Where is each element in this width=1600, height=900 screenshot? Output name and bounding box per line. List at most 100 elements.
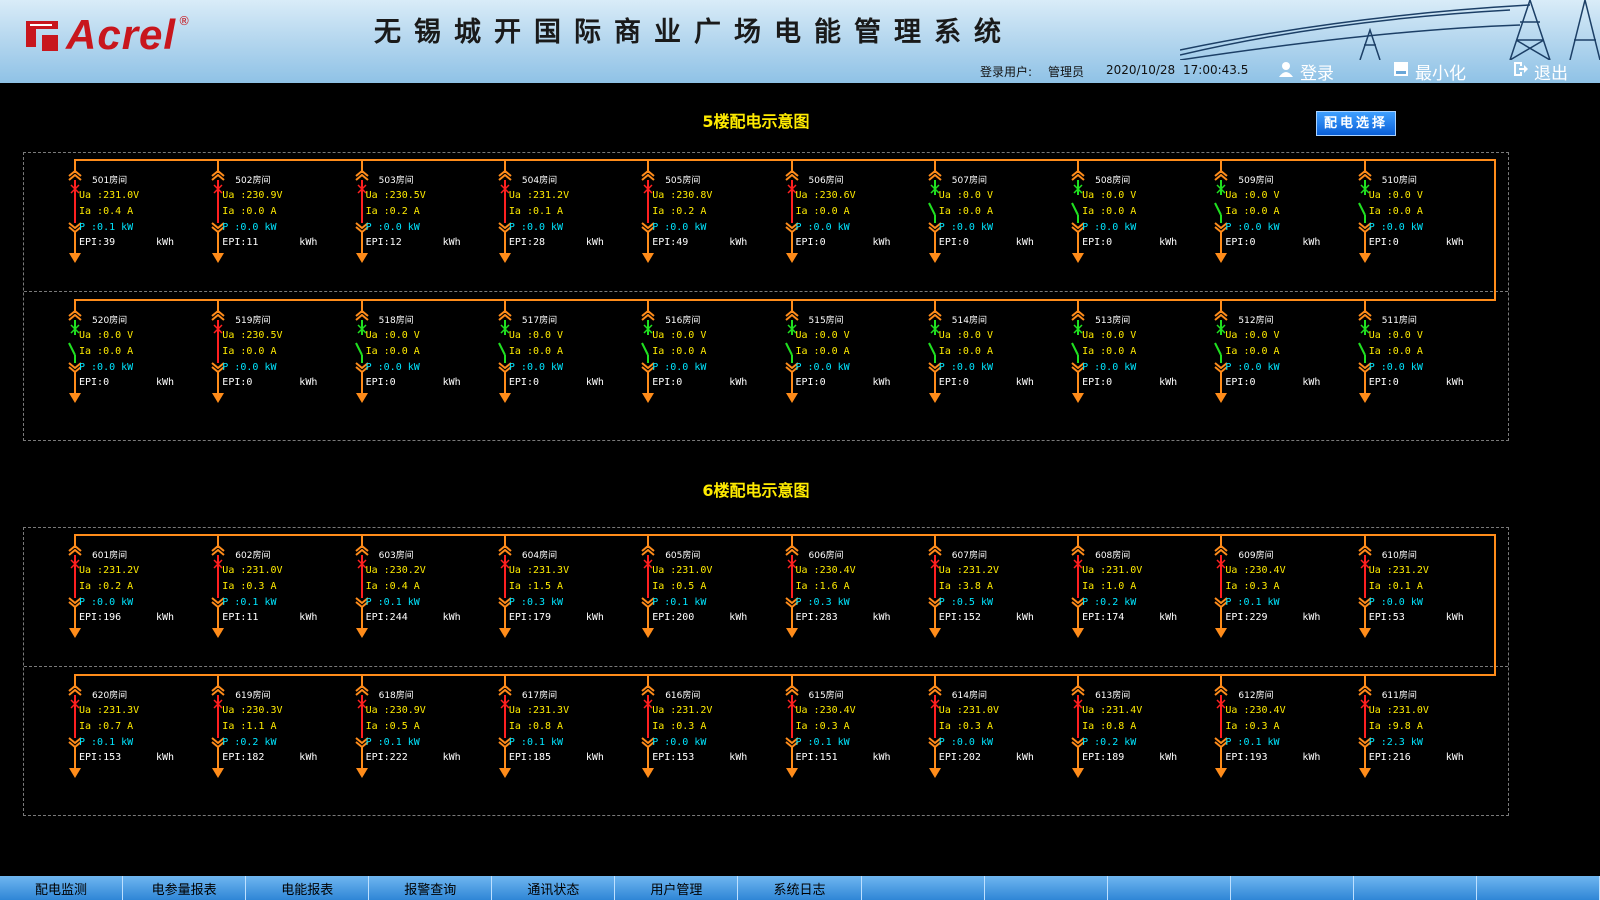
room-label: 612房间 (1238, 691, 1274, 701)
current-reading: Ia :0.1 A (508, 206, 564, 217)
room-label: 604房间 (521, 551, 558, 561)
nav-tab-3[interactable]: 电能报表 (246, 876, 370, 900)
room-label: 505房间 (665, 176, 701, 186)
nav-tab-4[interactable]: 报警查询 (369, 876, 493, 900)
current-reading: Ia :0.8 A (508, 721, 564, 732)
login-user-name: 管理员 (1048, 65, 1085, 79)
current-reading: Ia :0.7 A (79, 721, 134, 732)
nav-tab-2[interactable]: 电参量报表 (123, 876, 247, 900)
room-label: 602房间 (235, 551, 271, 561)
nav-tab-13[interactable] (1476, 876, 1600, 900)
nav-tab-7[interactable]: 系统日志 (738, 876, 862, 900)
voltage-reading: Ua :231.3V (508, 565, 570, 576)
power-reading: P :0.0 kW (222, 362, 277, 373)
room-label: 617房间 (521, 691, 558, 701)
minimize-button[interactable]: 最小化 (1393, 59, 1466, 83)
current-reading: Ia :0.5 A (652, 581, 707, 592)
distribution-select-button[interactable]: 配电选择 (1316, 111, 1396, 136)
nav-tab-6[interactable]: 用户管理 (615, 876, 739, 900)
exit-button[interactable]: 退出 (1512, 59, 1568, 83)
acrel-logo: Acrel ® (22, 14, 190, 56)
nav-tab-11[interactable] (1230, 876, 1354, 900)
room-label: 601房间 (92, 551, 128, 561)
nav-tab-8[interactable] (861, 876, 985, 900)
room-label: 506房间 (808, 176, 844, 186)
breaker-open-icon (927, 301, 942, 403)
login-button[interactable]: 登录 (1278, 59, 1334, 83)
nav-tab-12[interactable] (1353, 876, 1477, 900)
voltage-reading: Ua :231.2V (79, 565, 140, 576)
nav-tab-5[interactable]: 通讯状态 (492, 876, 616, 900)
nav-tab-9[interactable] (984, 876, 1108, 900)
room-label: 618房间 (378, 691, 414, 701)
panel-divider (24, 291, 1508, 292)
energy-reading: EPI:0 (1225, 377, 1256, 388)
breaker-closed-icon (354, 161, 369, 263)
breaker-closed-icon (784, 536, 799, 638)
current-reading: Ia :0.0 A (938, 346, 993, 357)
voltage-reading: Ua :0.0 V (1225, 330, 1280, 341)
current-reading: Ia :0.3 A (795, 721, 850, 732)
room-label: 606房间 (808, 551, 844, 561)
energy-unit: kWh (729, 612, 748, 623)
energy-unit: kWh (299, 752, 318, 763)
breaker-open-icon (68, 301, 82, 403)
nav-tab-1[interactable]: 配电监测 (0, 876, 124, 900)
room-label: 603房间 (378, 551, 414, 561)
power-reading: P :0.0 kW (365, 222, 420, 233)
voltage-reading: Ua :230.8V (652, 190, 713, 201)
current-reading: Ia :0.8 A (1082, 721, 1137, 732)
nav-tab-10[interactable] (1107, 876, 1231, 900)
room-label: 509房间 (1238, 176, 1274, 186)
middle-bus-bar (74, 299, 1496, 301)
exit-button-label: 退出 (1534, 64, 1568, 83)
energy-reading: EPI:216 (1368, 752, 1411, 763)
breaker-closed-icon (354, 536, 369, 638)
power-reading: P :0.1 kW (79, 737, 134, 748)
current-reading: Ia :0.3 A (1225, 581, 1280, 592)
power-reading: P :0.0 kW (795, 362, 850, 373)
breaker-closed-icon (211, 161, 225, 263)
energy-unit: kWh (872, 752, 891, 763)
